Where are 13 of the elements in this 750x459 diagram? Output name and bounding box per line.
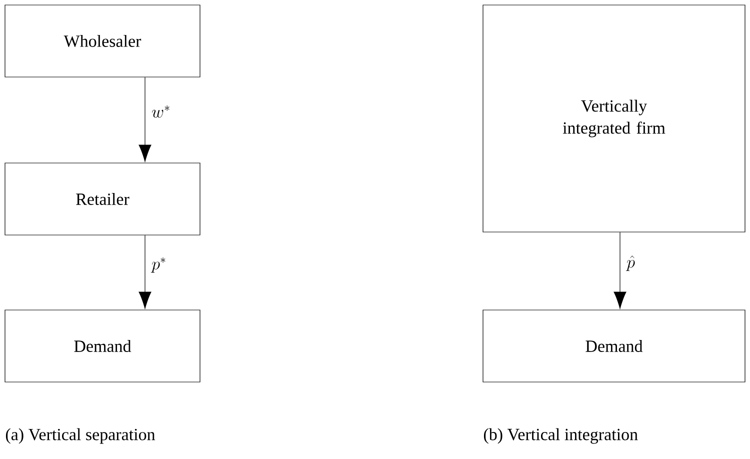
process-box: Retailer	[4, 162, 200, 236]
process-box: Vertically integrated firm	[482, 4, 746, 232]
arrow	[138, 77, 152, 162]
process-box: Demand	[482, 310, 746, 382]
caption: (b) Vertical integration	[484, 428, 638, 444]
edge-label: $p^*$	[151, 257, 166, 273]
process-box: Demand	[4, 310, 200, 382]
arrow	[614, 232, 626, 309]
edge-label: $w^*$	[152, 106, 170, 118]
arrow	[138, 235, 152, 309]
process-box: Wholesaler	[4, 4, 200, 78]
edge-label: $\hat{p}$	[626, 256, 635, 271]
caption: (a) Vertical separation	[6, 428, 156, 444]
